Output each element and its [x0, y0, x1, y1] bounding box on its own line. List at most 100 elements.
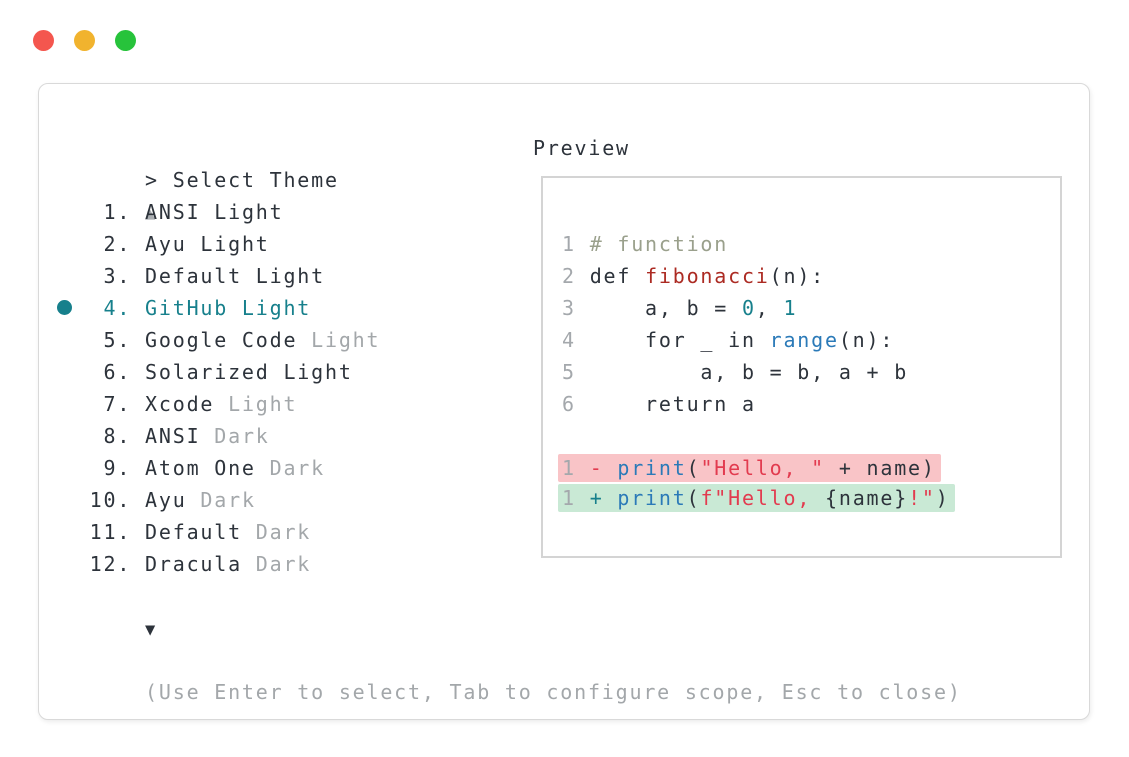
- triangle-down-icon: ▼: [145, 620, 156, 640]
- code-segment: (: [686, 486, 701, 510]
- diff-removed-line: 1 - print("Hello, " + name): [558, 454, 941, 482]
- theme-number: 1.: [62, 200, 146, 224]
- line-number: 4: [562, 328, 590, 352]
- selected-indicator-dot: [57, 300, 72, 315]
- code-segment: {name}: [825, 486, 909, 510]
- triangle-up-icon: ▲: [145, 204, 156, 224]
- theme-list-item-10[interactable]: 10. Ayu Dark: [62, 484, 962, 516]
- code-line: 2 def fibonacci(n):: [562, 260, 1060, 292]
- theme-number: 10.: [62, 488, 146, 512]
- theme-name: Ayu: [145, 488, 187, 512]
- theme-number: 11.: [62, 520, 146, 544]
- theme-variant: Light: [297, 328, 381, 352]
- code-segment: # function: [589, 232, 729, 256]
- theme-variant: Dark: [241, 552, 312, 576]
- theme-list-item-4[interactable]: 4. GitHub Light: [57, 292, 962, 324]
- zoom-window-button[interactable]: [115, 30, 136, 51]
- preview-label-text: Preview: [533, 136, 630, 160]
- code-segment: !": [908, 486, 936, 510]
- theme-list-item-6[interactable]: 6. Solarized Light: [62, 356, 962, 388]
- theme-list-item-11[interactable]: 11. Default Dark: [62, 516, 962, 548]
- theme-name: ANSI: [145, 200, 201, 224]
- theme-list-item-5[interactable]: 5. Google Code Light: [62, 324, 962, 356]
- code-line: 4 for _ in range(n):: [562, 324, 1060, 356]
- code-segment: + name): [825, 456, 936, 480]
- theme-number: 2.: [62, 232, 146, 256]
- line-number: 6: [562, 392, 590, 416]
- theme-list-item-9[interactable]: 9. Atom One Dark: [62, 452, 962, 484]
- theme-list-item-8[interactable]: 8. ANSI Dark: [62, 420, 962, 452]
- theme-list: 1. ANSI Light 2. Ayu Light 3. Default Li…: [57, 196, 962, 580]
- prompt: > Select Theme: [62, 132, 962, 192]
- code-segment: 0: [741, 296, 756, 320]
- theme-list-item-12[interactable]: 12. Dracula Dark: [62, 548, 962, 580]
- theme-name: Xcode: [145, 392, 215, 416]
- line-number: 3: [562, 296, 590, 320]
- theme-name: Default: [145, 520, 242, 544]
- code-segment: print: [617, 486, 687, 510]
- code-segment: def: [589, 264, 646, 288]
- minimize-window-button[interactable]: [74, 30, 95, 51]
- theme-list-item-1[interactable]: 1. ANSI Light: [62, 196, 962, 228]
- code-segment: (: [686, 456, 701, 480]
- code-segment: for _ in: [589, 328, 770, 352]
- theme-variant: Light: [241, 264, 325, 288]
- code-segment: (n):: [769, 264, 826, 288]
- theme-name: Atom One: [145, 456, 256, 480]
- theme-variant: Light: [186, 232, 270, 256]
- code-segment: (n):: [838, 328, 895, 352]
- theme-list-item-7[interactable]: 7. Xcode Light: [62, 388, 962, 420]
- preview-label: Preview: [533, 132, 630, 164]
- theme-list-item-2[interactable]: 2. Ayu Light: [62, 228, 962, 260]
- theme-number: 5.: [62, 328, 146, 352]
- code-line: 1 # function: [562, 228, 1060, 260]
- line-number: 1: [562, 486, 590, 510]
- theme-list-item-3[interactable]: 3. Default Light: [62, 260, 962, 292]
- theme-name: GitHub: [145, 296, 229, 320]
- theme-variant: Light: [228, 296, 312, 320]
- code-line: 5 a, b = b, a + b: [562, 356, 1060, 388]
- code-segment: ,: [755, 296, 784, 320]
- theme-number: 7.: [62, 392, 146, 416]
- theme-variant: Light: [269, 360, 353, 384]
- prompt-text: > Select Theme: [145, 168, 339, 192]
- code-segment: -: [589, 456, 618, 480]
- theme-variant: Light: [214, 392, 298, 416]
- close-window-button[interactable]: [33, 30, 54, 51]
- line-number: 5: [562, 360, 590, 384]
- code-segment: f"Hello,: [700, 486, 826, 510]
- theme-name: ANSI: [145, 424, 201, 448]
- code-segment: 1: [783, 296, 798, 320]
- code-line: 3 a, b = 0, 1: [562, 292, 1060, 324]
- code-segment: a, b = b, a + b: [589, 360, 909, 384]
- theme-variant: Light: [200, 200, 284, 224]
- line-number: 1: [562, 232, 590, 256]
- code-segment: ): [935, 486, 950, 510]
- line-number: 2: [562, 264, 590, 288]
- scroll-up-indicator[interactable]: ▲: [62, 164, 962, 224]
- theme-number: 6.: [62, 360, 146, 384]
- code-segment: print: [617, 456, 687, 480]
- theme-number: 9.: [62, 456, 146, 480]
- theme-name: Solarized: [145, 360, 270, 384]
- theme-picker-pane: > Select Theme ▲ 1. ANSI Light 2. Ayu Li…: [57, 132, 962, 704]
- code-segment: +: [589, 486, 618, 510]
- scroll-down-indicator[interactable]: ▼: [62, 580, 962, 640]
- theme-name: Ayu: [145, 232, 187, 256]
- line-number: 1: [562, 456, 590, 480]
- footer-hint-text: (Use Enter to select, Tab to configure s…: [145, 680, 962, 704]
- code-segment: fibonacci: [645, 264, 770, 288]
- spacer-row: [62, 612, 962, 644]
- theme-name: Google Code: [145, 328, 298, 352]
- code-segment: "Hello, ": [700, 456, 826, 480]
- theme-variant: Dark: [186, 488, 256, 512]
- code-segment: range: [769, 328, 839, 352]
- code-segment: a, b =: [589, 296, 742, 320]
- theme-variant: Dark: [241, 520, 312, 544]
- theme-variant: Dark: [200, 424, 270, 448]
- code-line: 6 return a: [562, 388, 1060, 420]
- footer-hint: (Use Enter to select, Tab to configure s…: [62, 644, 962, 704]
- theme-number: 3.: [62, 264, 146, 288]
